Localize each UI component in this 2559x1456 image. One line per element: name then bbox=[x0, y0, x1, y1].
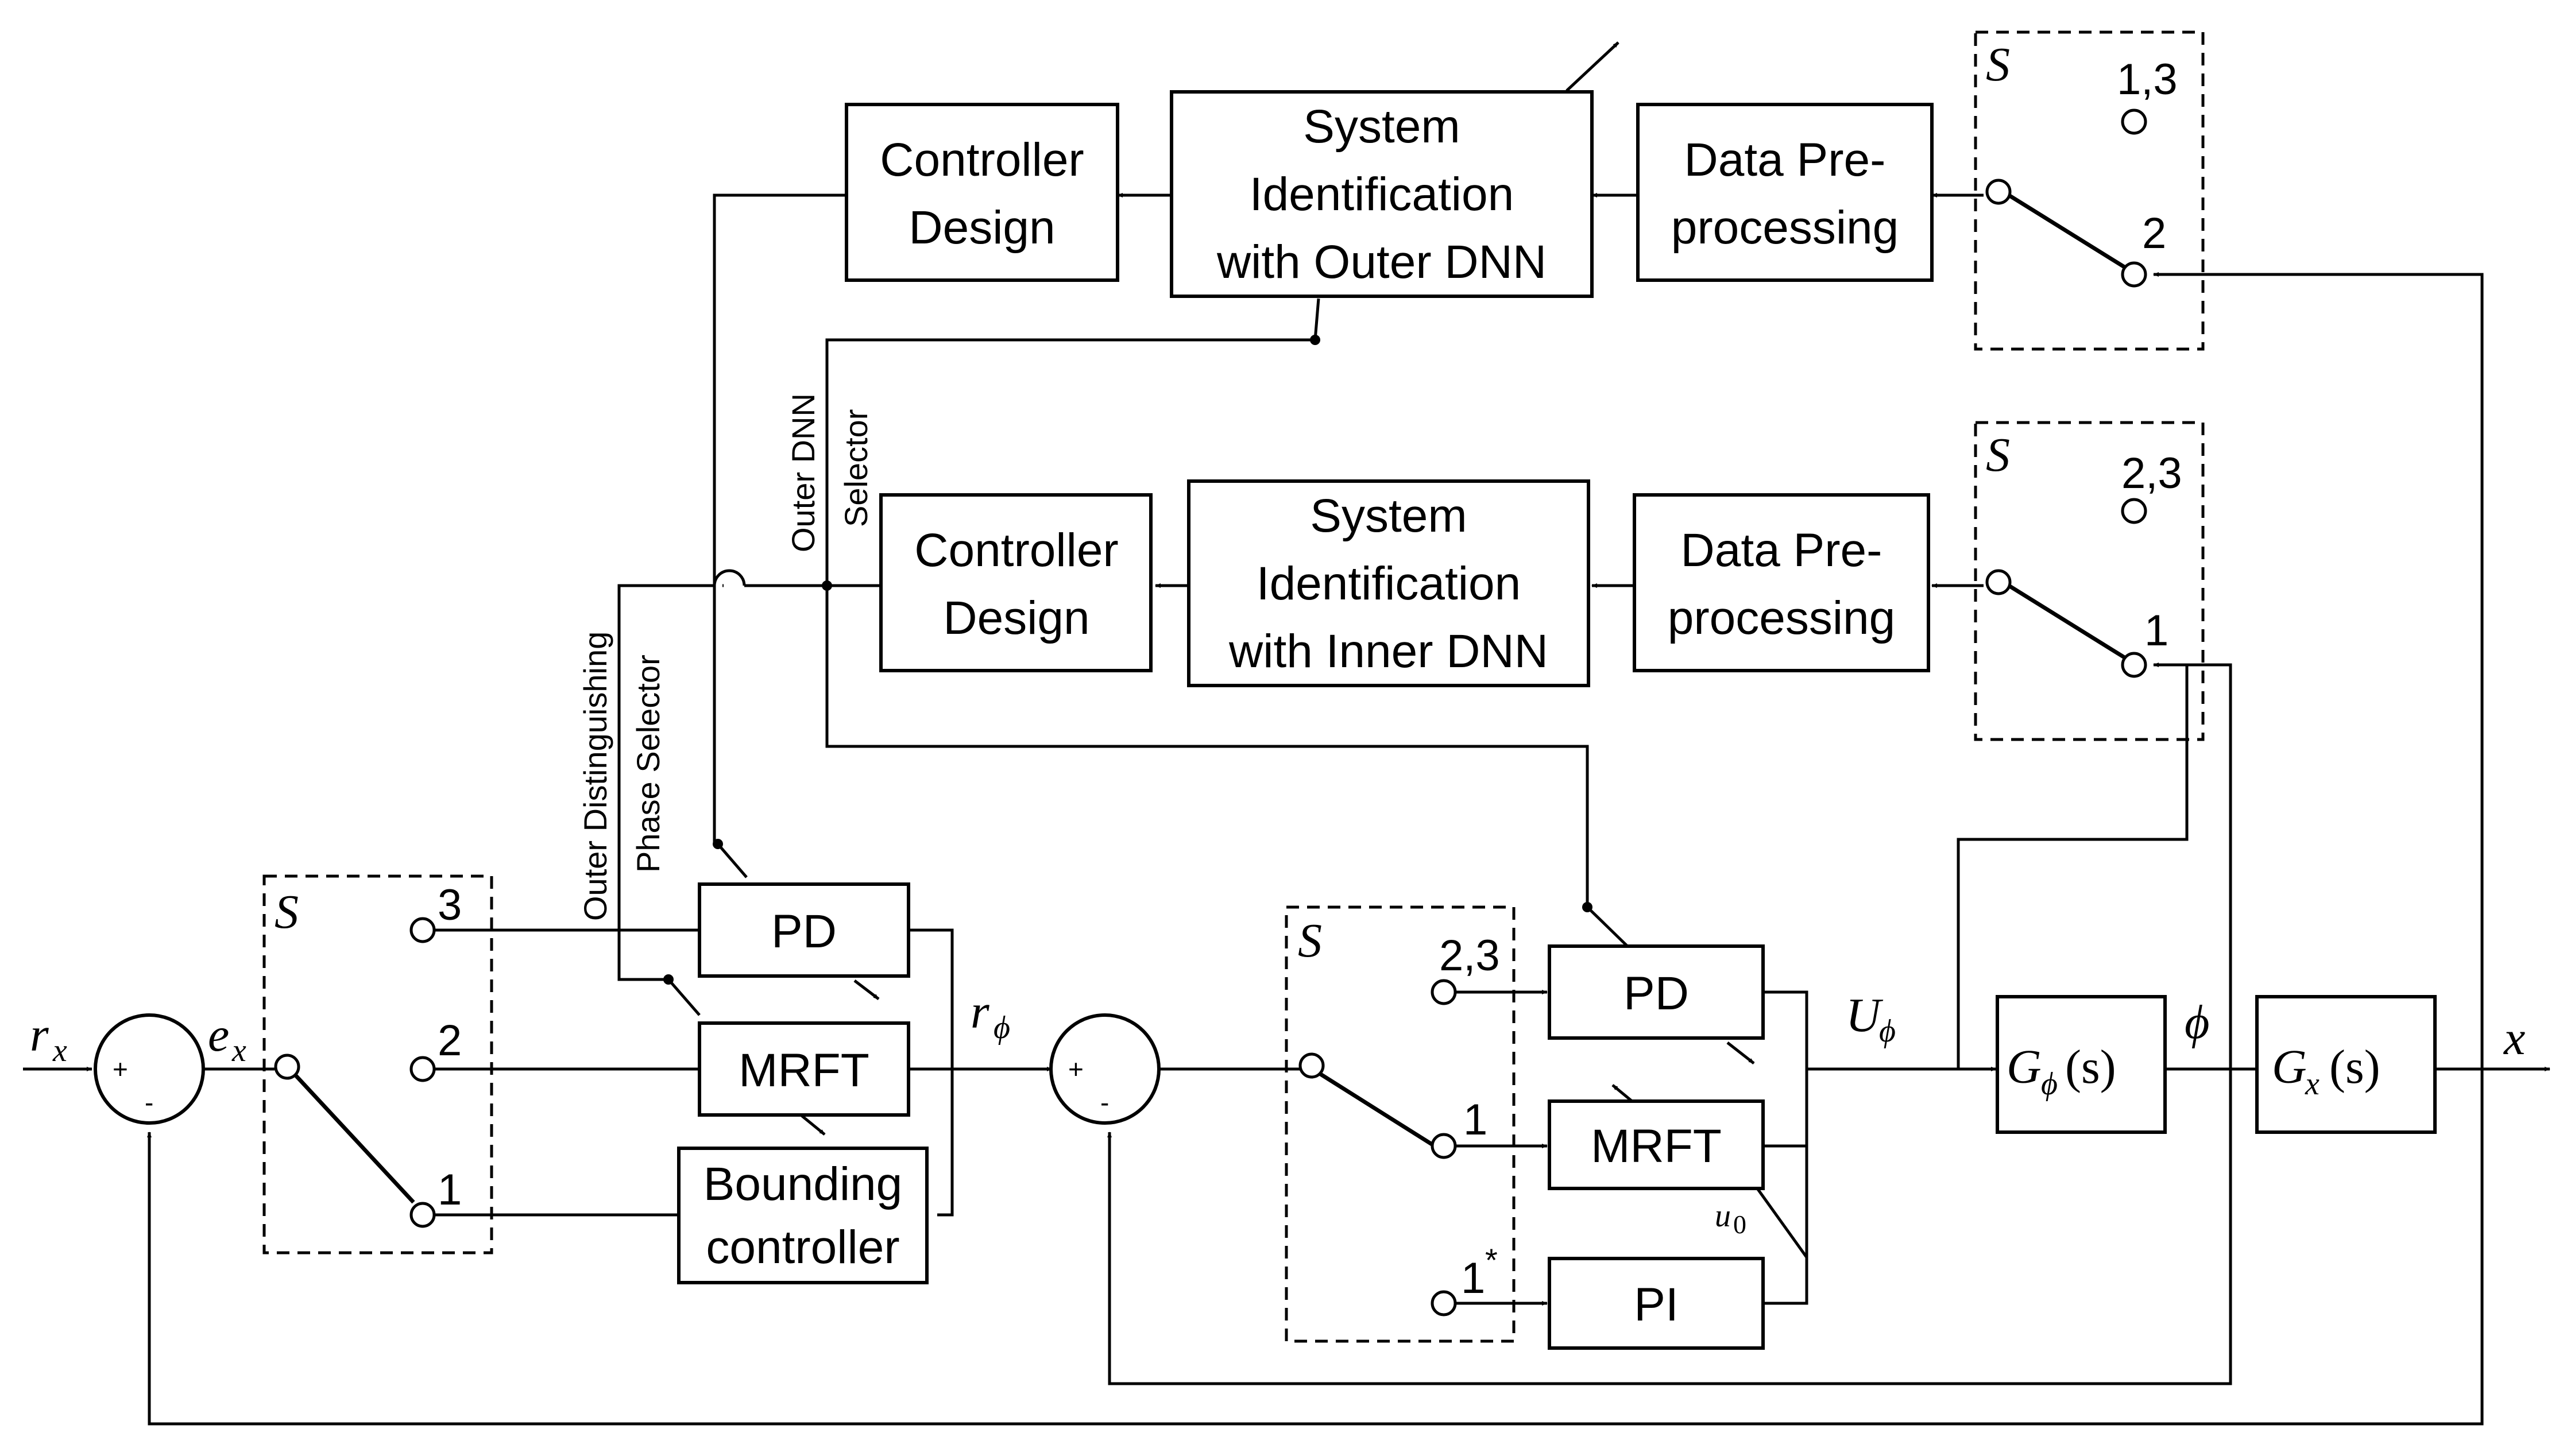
svg-text:x: x bbox=[2503, 1012, 2525, 1065]
svg-text:U: U bbox=[1846, 989, 1884, 1042]
inner-selector-switch: S 2,3 1 1 * bbox=[1285, 905, 1516, 1343]
top-controller-design-line2: Design bbox=[909, 202, 1055, 254]
svg-text:G: G bbox=[2272, 1040, 2307, 1094]
top-controller-design-line1: Controller bbox=[880, 134, 1084, 186]
outer-sysid-line3: with Outer DNN bbox=[1216, 236, 1547, 288]
inner-mrft-block: MRFT bbox=[1548, 1099, 1765, 1190]
bounding-controller-block: Bounding controller bbox=[677, 1147, 929, 1284]
inner-summing-junction: + - bbox=[1049, 1013, 1161, 1125]
outer-phase-selector-line2: Phase Selector bbox=[630, 655, 666, 873]
outer-phase-selector-label: Outer Distinguishing Phase Selector bbox=[577, 632, 666, 921]
inner-pd-block: PD bbox=[1548, 944, 1765, 1040]
top-switch-label: S bbox=[1986, 38, 2010, 91]
middle-switch-pos-1: 1 bbox=[2144, 606, 2168, 655]
svg-text:ϕ: ϕ bbox=[2041, 1066, 2058, 1102]
top-preprocessing-line1: Data Pre- bbox=[1684, 134, 1886, 186]
inner-dnn-system-identification-block: System Identification with Inner DNN bbox=[1187, 479, 1590, 687]
svg-text:PD: PD bbox=[1623, 967, 1689, 1020]
junction-dots bbox=[663, 335, 1592, 985]
outer-dnn-selector-line1: Outer DNN bbox=[785, 393, 821, 552]
outer-loop-reference-label: r x bbox=[30, 1008, 67, 1068]
svg-text:Bounding: Bounding bbox=[703, 1158, 903, 1210]
top-selector-switch: S 1,3 2 bbox=[1974, 30, 2205, 351]
svg-text:controller: controller bbox=[706, 1221, 899, 1273]
u-phi-label: U ϕ bbox=[1846, 989, 1896, 1049]
outer-selector-switch: S 3 2 1 bbox=[262, 874, 493, 1254]
svg-text:1: 1 bbox=[1463, 1095, 1487, 1144]
svg-text:x: x bbox=[2305, 1066, 2320, 1102]
inner-switch-label: S bbox=[1298, 914, 1322, 967]
inner-sysid-line3: with Inner DNN bbox=[1228, 625, 1548, 677]
outer-error-label: e x bbox=[208, 1008, 246, 1068]
svg-text:PD: PD bbox=[771, 905, 837, 958]
svg-text:0: 0 bbox=[1733, 1210, 1746, 1239]
g-x-plant-block: G x (s) bbox=[2255, 995, 2437, 1134]
inner-pi-block: PI bbox=[1548, 1257, 1765, 1350]
svg-text:+: + bbox=[113, 1054, 128, 1084]
middle-selector-switch: S 2,3 1 bbox=[1974, 421, 2205, 741]
outer-pd-block: PD bbox=[698, 882, 910, 978]
svg-text:(s): (s) bbox=[2065, 1040, 2116, 1094]
r-phi-label: r ϕ bbox=[971, 985, 1010, 1045]
svg-text:-: - bbox=[145, 1087, 153, 1117]
svg-text:2: 2 bbox=[438, 1016, 462, 1065]
svg-text:PI: PI bbox=[1634, 1279, 1678, 1331]
x-output-label: x bbox=[2503, 1012, 2525, 1065]
top-switch-pos-2: 2 bbox=[2142, 209, 2166, 258]
svg-text:ϕ: ϕ bbox=[994, 1010, 1010, 1045]
middle-controller-design-block: Controller Design bbox=[879, 493, 1153, 672]
svg-text:r: r bbox=[30, 1008, 49, 1062]
top-data-preprocessing-block: Data Pre- processing bbox=[1636, 103, 1934, 282]
top-switch-pos-13: 1,3 bbox=[2117, 55, 2178, 104]
svg-text:ϕ: ϕ bbox=[1879, 1013, 1896, 1049]
svg-text:e: e bbox=[208, 1008, 229, 1062]
svg-text:3: 3 bbox=[438, 881, 462, 930]
svg-text:+: + bbox=[1068, 1054, 1084, 1084]
svg-text:x: x bbox=[52, 1033, 67, 1068]
svg-text:r: r bbox=[971, 985, 989, 1039]
svg-text:*: * bbox=[1485, 1242, 1498, 1278]
phi-label: ϕ bbox=[2185, 996, 2209, 1049]
outer-dnn-selector-label: Outer DNN Selector bbox=[785, 393, 874, 552]
svg-text:MRFT: MRFT bbox=[739, 1044, 869, 1097]
inner-sysid-line2: Identification bbox=[1257, 557, 1521, 610]
middle-controller-design-line2: Design bbox=[943, 592, 1089, 644]
u0-bias-label: u 0 bbox=[1715, 1198, 1746, 1239]
outer-switch-label: S bbox=[275, 885, 299, 939]
middle-controller-design-line1: Controller bbox=[914, 524, 1118, 576]
outer-summing-junction: + - bbox=[94, 1013, 205, 1125]
svg-text:MRFT: MRFT bbox=[1591, 1120, 1722, 1172]
outer-dnn-selector-line2: Selector bbox=[838, 409, 874, 527]
svg-text:x: x bbox=[231, 1033, 246, 1068]
middle-preprocessing-line1: Data Pre- bbox=[1681, 524, 1882, 576]
svg-text:(s): (s) bbox=[2329, 1040, 2380, 1094]
outer-sysid-line2: Identification bbox=[1250, 168, 1514, 220]
top-preprocessing-line2: processing bbox=[1671, 202, 1899, 254]
middle-switch-label: S bbox=[1986, 428, 2010, 482]
svg-text:2,3: 2,3 bbox=[1439, 931, 1500, 980]
svg-text:u: u bbox=[1715, 1198, 1731, 1234]
svg-text:1: 1 bbox=[1461, 1254, 1485, 1303]
middle-preprocessing-line2: processing bbox=[1668, 592, 1896, 644]
outer-sysid-line1: System bbox=[1303, 100, 1460, 153]
inner-sysid-line1: System bbox=[1310, 490, 1467, 542]
svg-text:1: 1 bbox=[438, 1165, 462, 1214]
svg-text:G: G bbox=[2007, 1040, 2042, 1094]
outer-mrft-block: MRFT bbox=[698, 1021, 910, 1117]
top-controller-design-block: Controller Design bbox=[845, 103, 1119, 282]
middle-switch-pos-23: 2,3 bbox=[2121, 449, 2182, 498]
g-phi-plant-block: G ϕ (s) bbox=[1996, 995, 2167, 1134]
middle-data-preprocessing-block: Data Pre- processing bbox=[1633, 493, 1930, 672]
svg-text:ϕ: ϕ bbox=[2185, 996, 2209, 1049]
outer-dnn-system-identification-block: System Identification with Outer DNN bbox=[1170, 90, 1594, 298]
outer-phase-selector-line1: Outer Distinguishing bbox=[577, 632, 613, 921]
svg-text:-: - bbox=[1100, 1087, 1109, 1117]
